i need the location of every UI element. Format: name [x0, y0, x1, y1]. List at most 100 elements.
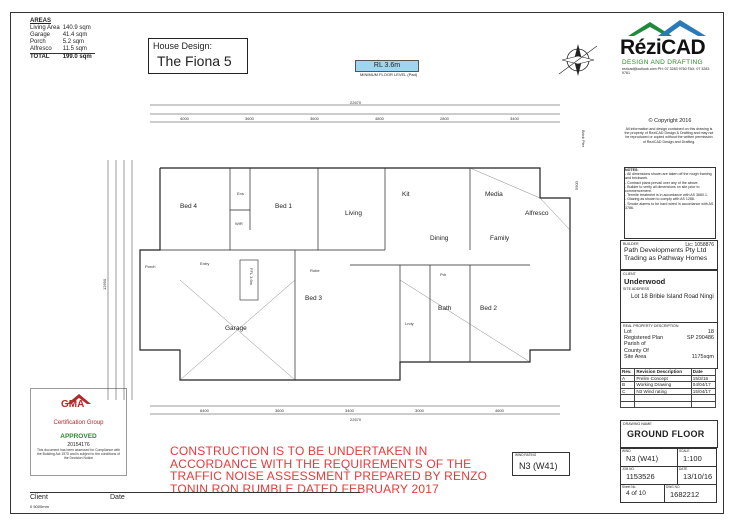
- job-caption: JOB NO.: [622, 467, 635, 471]
- copyright-title: © Copyright 2016: [648, 118, 692, 124]
- wind-rating-caption: WIND RATING: [515, 453, 537, 457]
- room-kit: Kit: [402, 191, 410, 198]
- land-label: Parish of: [624, 341, 646, 348]
- job-cell: JOB NO. 1153526: [620, 466, 678, 485]
- room-bed1: Bed 1: [275, 203, 292, 210]
- dimension-lines: [107, 104, 560, 415]
- dwg-value: 1682212: [670, 490, 700, 499]
- dim-top: 3400: [510, 116, 520, 121]
- floor-plan: Bed 4 Ens WIR Bed 1 Living Kit Media Fam…: [102, 100, 586, 422]
- note-line: NOTES:: [625, 168, 639, 172]
- client-box: CLIENT Underwood SITE ADDRESS Lot 18 Bri…: [620, 270, 718, 324]
- gma-approved: APPROVED: [60, 433, 97, 440]
- sheet-caption: Sheet No.: [622, 485, 637, 489]
- area-total-label: TOTAL: [30, 53, 63, 61]
- copyright-text: All information and design contained on …: [624, 127, 714, 144]
- dim-top: 3600: [310, 116, 320, 121]
- gma-roof-icon: [67, 394, 91, 404]
- dim-left: 12690: [102, 278, 107, 290]
- dim-top: 2800: [440, 116, 450, 121]
- rezicad-logo: RéziCAD DESIGN AND DRAFTING rezicad@outl…: [618, 18, 718, 75]
- room-lndy: Lndy: [405, 321, 414, 326]
- scale-cell: SCALE 1:100: [677, 448, 717, 467]
- rl-badge: RL 3.6m: [355, 60, 419, 72]
- house-design-label: House Design:: [153, 41, 213, 51]
- client-sign-label: Client: [30, 494, 48, 501]
- dwg-caption: DWG NO.: [666, 485, 681, 489]
- gma-group: Certification Group: [53, 420, 104, 426]
- room-family: Family: [490, 235, 510, 242]
- site-address: Lot 18 Bribie Island Road Ningi: [631, 294, 714, 300]
- land-caption: REAL PROPERTY DESCRIPTION: [623, 324, 679, 328]
- logo-tagline: DESIGN AND DRAFTING: [622, 59, 703, 66]
- note-line: - Glazing as shown to comply with AS 128…: [625, 197, 695, 202]
- dim-bottom: 6400: [200, 408, 210, 413]
- site-address-caption: SITE ADDRESS: [623, 287, 650, 291]
- logo-name: RéziCAD: [620, 36, 706, 59]
- dim-bottom: 4600: [495, 408, 505, 413]
- dwg-cell: DWG NO. 1682212: [664, 484, 717, 503]
- date-cell: DATE 13/10/16: [677, 466, 717, 485]
- room-dining: Dining: [430, 235, 449, 242]
- scale-caption: SCALE: [679, 449, 690, 453]
- room-garage: Garage: [225, 325, 247, 332]
- date-caption: DATE: [679, 467, 688, 471]
- land-value: 1175sqm: [691, 353, 714, 360]
- client-caption: CLIENT: [623, 272, 636, 276]
- note-line: - All dimensions shown are taken off the…: [625, 172, 712, 181]
- room-porch: Porch: [145, 264, 155, 269]
- scale-bar: 0 5000mm: [30, 504, 49, 509]
- traffic-noise-warning: CONSTRUCTION IS TO BE UNDERTAKEN IN ACCO…: [170, 444, 488, 496]
- revision-header-row: Rev. Revision Description Date: [619, 368, 717, 376]
- land-label: Site Area: [624, 353, 647, 360]
- drawing-name-caption: DRAWING NAME: [623, 422, 652, 426]
- dim-overall-bottom: 22670: [350, 417, 362, 422]
- sheet-border: [10, 12, 724, 514]
- dim-bottom: 3600: [275, 408, 285, 413]
- room-labels: Bed 4 Ens WIR Bed 1 Living Kit Media Fam…: [145, 191, 549, 332]
- revision-row: [619, 400, 717, 408]
- room-media: Media: [485, 191, 503, 198]
- land-value: SP 290486: [686, 335, 714, 342]
- builder-name: Path Developments Pty Ltd Trading as Pat…: [624, 247, 708, 262]
- dim-overall-top: 22670: [350, 100, 362, 105]
- builder-box: BUILDER Lic: 1058876 Path Developments P…: [620, 240, 718, 270]
- internal-walls: [160, 168, 530, 380]
- area-value: 5.2 sqm: [62, 39, 85, 45]
- brick-pier-label: Brick Pier: [581, 130, 586, 148]
- note-line: - Smoke alarms to be hard wired in accor…: [625, 201, 714, 210]
- land-row: Parish of: [624, 341, 714, 347]
- scale-value: 1:100: [683, 454, 702, 463]
- room-pdr: Pdr: [440, 272, 447, 277]
- house-design-box: House Design: The Fiona 5: [148, 38, 248, 74]
- land-label: County Of: [624, 347, 649, 354]
- gma-number: 20154176: [67, 442, 90, 448]
- gma-approval-stamp: GMA Certification Group APPROVED 2015417…: [30, 388, 127, 476]
- builder-licence: Lic: 1058876: [685, 242, 714, 248]
- land-value: 18: [707, 329, 714, 335]
- wind-caption: WIND: [622, 449, 631, 453]
- room-bath: Bath: [438, 305, 452, 312]
- logo-contact: rezicad@outlook.com PH: 07 3283 9760 FAX…: [622, 67, 710, 75]
- area-label: Living Area: [30, 25, 60, 31]
- room-bed4: Bed 4: [180, 203, 197, 210]
- dim-bottom: 3400: [345, 408, 355, 413]
- area-label: Porch: [30, 39, 46, 45]
- gma-text: This document has been assessed for Comp…: [36, 448, 121, 460]
- house-design-name: The Fiona 5: [157, 53, 232, 69]
- client-signature-bar: Client Date: [30, 492, 360, 505]
- wind-value: N3 (W41): [626, 454, 659, 463]
- dim-top: 3600: [245, 116, 255, 121]
- note-line: - Contract plans prevail over any of the…: [625, 180, 699, 185]
- job-value: 1153526: [626, 472, 655, 481]
- areas-row: Porch 5.2 sqm: [30, 39, 95, 46]
- room-ens: Ens: [237, 191, 244, 196]
- dimension-labels: 22670 22670 4000 3600 3600 4800 2800 340…: [102, 100, 586, 422]
- land-label: Registered Plan: [624, 335, 664, 342]
- ffl-label: FFL 3.6m: [249, 268, 254, 286]
- dim-bottom: 3000: [415, 408, 425, 413]
